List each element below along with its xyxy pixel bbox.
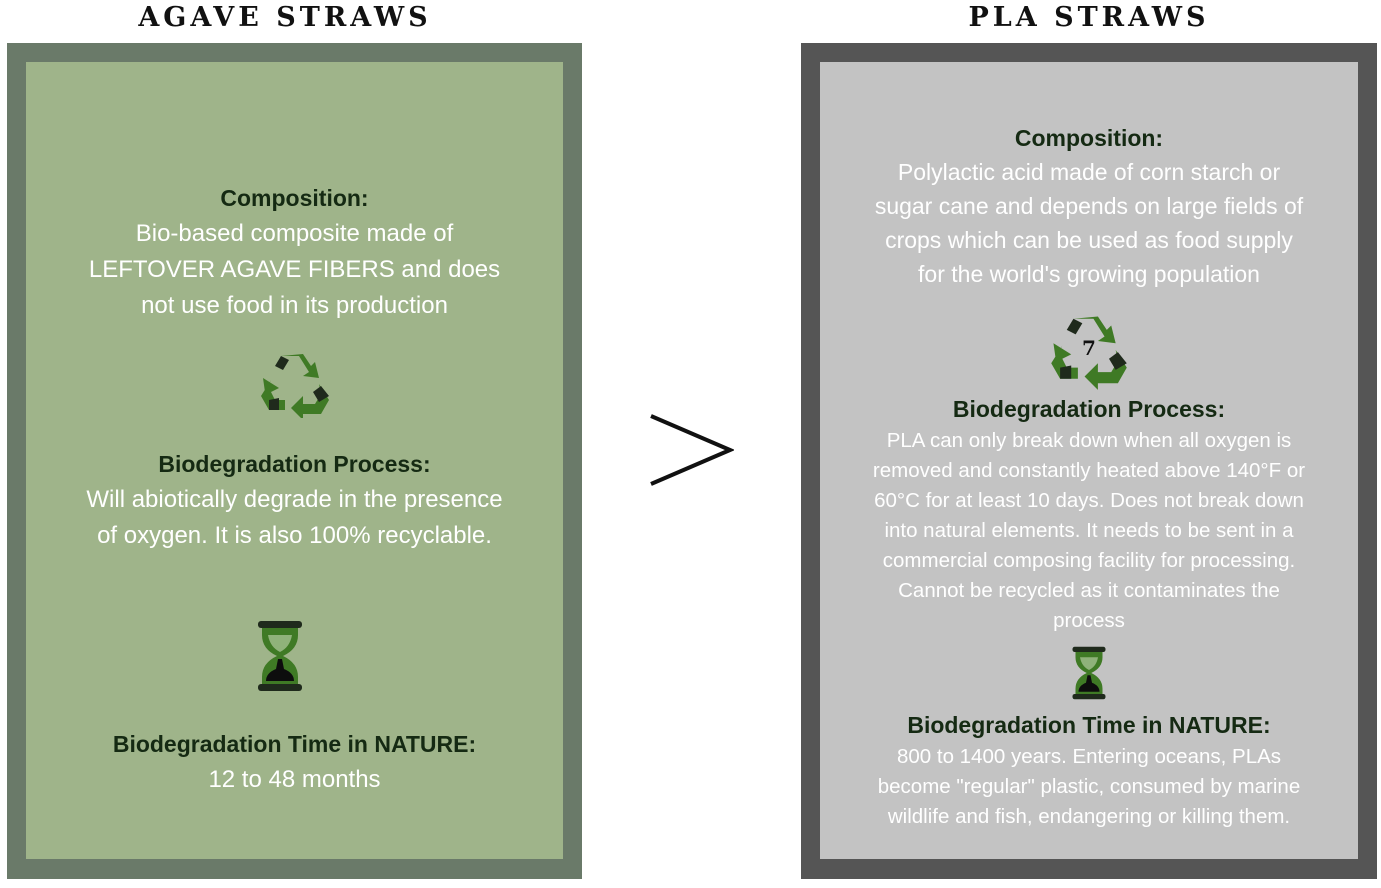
pla-process-heading: Biodegradation Process: [952,396,1226,422]
pla-process-line: PLA can only break down when all oxygen … [886,429,1292,452]
hourglass-icon [11,621,548,691]
pla-process-line: into natural elements. It needs to be se… [884,519,1294,542]
pla-time-line: 800 to 1400 years. Entering oceans, PLAs [896,745,1282,768]
pla-straws-title: PLA STRAWS [968,2,1210,33]
agave-time-heading: Biodegradation Time in NATURE: [112,731,477,757]
pla-composition-heading: Composition: [1014,125,1164,151]
pla-composition-line: Polylactic acid made of corn starch or [897,159,1281,185]
pla-process-line: 60°C for at least 10 days. Does not brea… [874,489,1304,512]
agave-composition: Composition: Bio-based composite made of… [26,180,563,324]
pla-process-line: process [1053,609,1125,632]
agave-process-heading: Biodegradation Process: [158,451,431,477]
pla-process-line: commercial composing facility for proces… [882,549,1296,572]
agave-process-line: Will abiotically degrade in the presence [86,486,503,513]
pla-composition-line: sugar cane and depends on large fields o… [874,193,1304,219]
agave-composition-line: not use food in its production [141,292,448,319]
pla-time-line: wildlife and fish, endangering or killin… [887,805,1291,828]
agave-straws-title: AGAVE STRAWS [138,2,432,33]
agave-time-line: 12 to 48 months [208,766,381,793]
agave-card-panel: Composition: Bio-based composite made of… [26,62,563,859]
pla-process: Biodegradation Process: PLA can only bre… [820,392,1358,636]
agave-composition-heading: Composition: [220,185,369,211]
pla-time-line: become "regular" plastic, consumed by ma… [877,775,1301,798]
pla-composition: Composition: Polylactic acid made of cor… [820,121,1358,291]
recycle-7-icon: 7 [820,312,1358,390]
pla-composition-line: for the world's growing population [918,261,1260,287]
agave-composition-line: LEFTOVER AGAVE FIBERS and does [88,256,501,283]
greater-than-symbol: > [648,412,734,488]
pla-process-line: removed and constantly heated above 140°… [872,459,1306,482]
agave-process: Biodegradation Process: Will abiotically… [26,446,563,554]
pla-composition-line: crops which can be used as food supply [885,227,1293,253]
pla-time-heading: Biodegradation Time in NATURE: [907,712,1271,738]
recycle-icon [26,352,563,418]
agave-composition-line: Bio-based composite made of [135,220,454,247]
pla-time: Biodegradation Time in NATURE: 800 to 14… [820,708,1358,832]
recycle-code: 7 [1082,336,1096,360]
pla-card-panel: Composition: Polylactic acid made of cor… [820,62,1358,859]
agave-time: Biodegradation Time in NATURE: 12 to 48 … [26,726,563,798]
agave-process-line: of oxygen. It is also 100% recyclable. [97,522,492,549]
agave-card-frame: Composition: Bio-based composite made of… [7,43,582,879]
pla-card-frame: Composition: Polylactic acid made of cor… [801,43,1377,879]
pla-process-line: Cannot be recycled as it contaminates th… [898,579,1280,602]
hourglass-icon [820,646,1358,700]
